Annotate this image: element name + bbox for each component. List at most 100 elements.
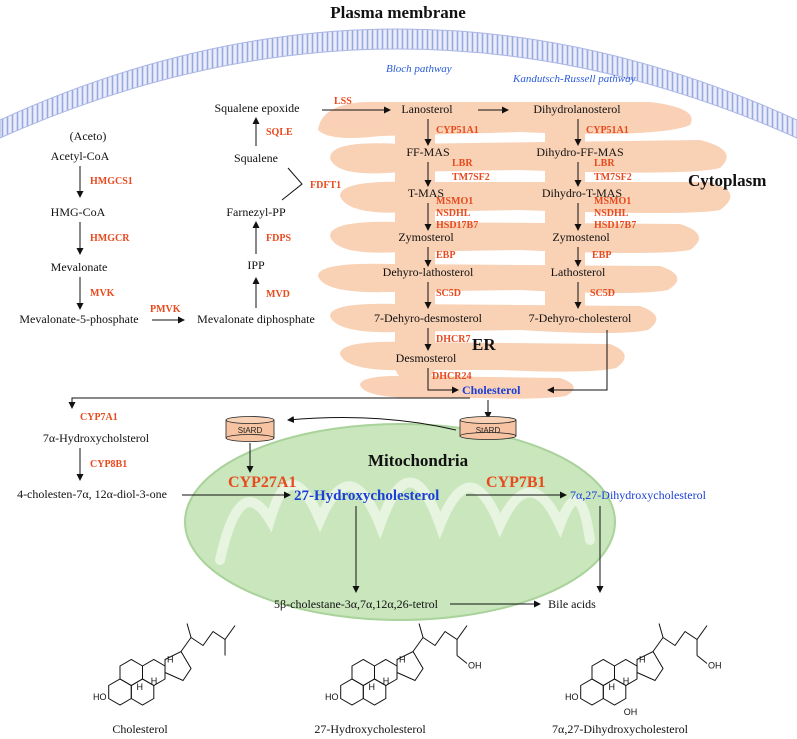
7-dehyro-cholesterol-label: 7-Dehyro-cholesterol <box>529 311 632 325</box>
hmg-coa-label: HMG-CoA <box>51 205 106 219</box>
steroid-ring-d <box>396 650 424 682</box>
sc5d-kr-enzyme: SC5D <box>590 288 615 299</box>
dihydrolanosterol-label: Dihydrolanosterol <box>533 102 621 116</box>
methyl-bond <box>186 623 192 638</box>
mitochondria-label: Mitochondria <box>368 451 469 470</box>
stard-right-cylinder: StARD <box>459 416 517 440</box>
cyp51a1-bloch-enzyme: CYP51A1 <box>436 125 479 136</box>
steroid-ring <box>340 678 364 706</box>
27-hydroxycholesterol-label: 27-Hydroxycholesterol <box>294 488 439 504</box>
cholesten-diol-one-label: 4-cholesten-7α, 12α-diol-3-one <box>17 487 167 501</box>
dhcr24-enzyme: DHCR24 <box>432 371 471 382</box>
hydroxyl-3-label: HO <box>325 692 339 702</box>
hydroxyl-3-label: HO <box>93 692 107 702</box>
tm7sf2-kr-enzyme: TM7SF2 <box>594 172 632 183</box>
hydrogen-label: H <box>639 655 646 665</box>
plasma-membrane-label: Plasma membrane <box>330 3 466 22</box>
ff-mas-label: FF-MAS <box>406 145 449 159</box>
hsd17b7-kr-enzyme: HSD17B7 <box>594 220 636 231</box>
cyp27a1-enzyme: CYP27A1 <box>228 474 296 491</box>
bile-acids-label: Bile acids <box>548 597 596 611</box>
mevalonate-label: Mevalonate <box>51 260 108 274</box>
svg-text:StARD: StARD <box>476 426 501 435</box>
svg-text:StARD: StARD <box>238 426 263 435</box>
steroid-ring <box>108 678 132 706</box>
hydroxymethyl-bond <box>696 655 708 664</box>
hydroxyl-27-label: OH <box>708 661 722 671</box>
hydrogen-label: H <box>399 655 406 665</box>
nsdhl-kr-enzyme: NSDHL <box>594 208 629 219</box>
squalene-label: Squalene <box>234 151 278 165</box>
nsdhl-bloch-enzyme: NSDHL <box>436 208 471 219</box>
tm7sf2-bloch-enzyme: TM7SF2 <box>452 172 490 183</box>
farnesyl-pp-label: Farnezyl-PP <box>226 205 286 219</box>
hydroxyl-3-label: HO <box>565 692 579 702</box>
hydroxyl-7-label: OH <box>624 707 638 717</box>
7a-hydroxycholsterol-label: 7α-Hydroxycholsterol <box>43 431 150 445</box>
hmgcs1-enzyme: HMGCS1 <box>90 176 133 187</box>
hydrogen-label: H <box>383 676 390 686</box>
cyp7b1-enzyme: CYP7B1 <box>486 474 546 491</box>
steroid-ring-d <box>636 650 664 682</box>
squalene-epoxide-label: Squalene epoxide <box>215 101 300 115</box>
ebp-kr-enzyme: EBP <box>592 250 611 261</box>
lss-enzyme: LSS <box>334 96 352 107</box>
fdps-enzyme: FDPS <box>266 233 291 244</box>
cholesterol-label: Cholesterol <box>462 383 521 397</box>
sqle-enzyme: SQLE <box>266 127 293 138</box>
pmvk-enzyme: PMVK <box>150 304 181 315</box>
msmo1-kr-enzyme: MSMO1 <box>594 196 631 207</box>
mevalonate-5-phosphate-label: Mevalonate-5-phosphate <box>19 312 138 326</box>
hydrogen-label: H <box>137 682 144 692</box>
zymosterol-label: Zymosterol <box>398 230 454 244</box>
er-label: ER <box>472 335 496 354</box>
ebp-bloch-enzyme: EBP <box>436 250 455 261</box>
hsd17b7-bloch-enzyme: HSD17B7 <box>436 220 478 231</box>
hydrogen-label: H <box>623 676 630 686</box>
mevalonate-diphosphate-label: Mevalonate diphosphate <box>197 312 315 326</box>
kandutsch-russell-label: Kandutsch-Russell pathway <box>512 73 636 85</box>
acetyl-coa-label: Acetyl-CoA <box>51 149 110 163</box>
cyp7a1-enzyme: CYP7A1 <box>80 412 118 423</box>
lbr-kr-enzyme: LBR <box>594 158 615 169</box>
side-chain <box>652 625 708 652</box>
bloch-pathway-label: Bloch pathway <box>386 63 452 75</box>
methyl-bond <box>418 623 424 638</box>
tetrol-label: 5β-cholestane-3α,7α,12α,26-tetrol <box>274 597 439 611</box>
cyp8b1-enzyme: CYP8B1 <box>90 459 127 470</box>
fdft1-enzyme: FDFT1 <box>310 180 341 191</box>
cholesterol-structure-caption: Cholesterol <box>112 722 168 736</box>
dehyro-lathosterol-label: Dehyro-lathosterol <box>383 265 474 279</box>
cytoplasm-label: Cytoplasm <box>688 171 766 190</box>
mvd-enzyme: MVD <box>266 289 290 300</box>
side-chain <box>180 625 236 652</box>
dihydro-t-mas-label: Dihydro-T-MAS <box>542 186 622 200</box>
ipp-label: IPP <box>247 258 265 272</box>
dihydroxycholesterol-structure-caption: 7α,27-Dihydroxycholesterol <box>552 722 689 736</box>
dhcr7-enzyme: DHCR7 <box>436 334 470 345</box>
27-hydroxycholesterol-structure-caption: 27-Hydroxycholesterol <box>314 722 426 736</box>
zymostenol-label: Zymostenol <box>552 230 610 244</box>
methyl-bond <box>658 623 664 638</box>
stard-left-cylinder: StARD <box>225 416 275 442</box>
cyp51a1-kr-enzyme: CYP51A1 <box>586 125 629 136</box>
mitochondria-shape <box>184 423 616 621</box>
er-shape <box>318 101 731 399</box>
desmosterol-label: Desmosterol <box>396 351 457 365</box>
hydrogen-label: H <box>609 682 616 692</box>
steroid-ring <box>580 678 604 706</box>
hydrogen-label: H <box>151 676 158 686</box>
hydroxyl-27-label: OH <box>468 661 482 671</box>
lbr-bloch-enzyme: LBR <box>452 158 473 169</box>
hmgcr-enzyme: HMGCR <box>90 233 130 244</box>
7-dehyro-desmosterol-label: 7-Dehyro-desmosterol <box>374 311 483 325</box>
side-chain <box>412 625 468 652</box>
dihydroxycholesterol-label: 7α,27-Dihydroxycholesterol <box>570 488 707 502</box>
hydrogen-label: H <box>167 655 174 665</box>
aceto-label: (Aceto) <box>70 129 107 143</box>
plasma-membrane-arc <box>0 28 797 139</box>
